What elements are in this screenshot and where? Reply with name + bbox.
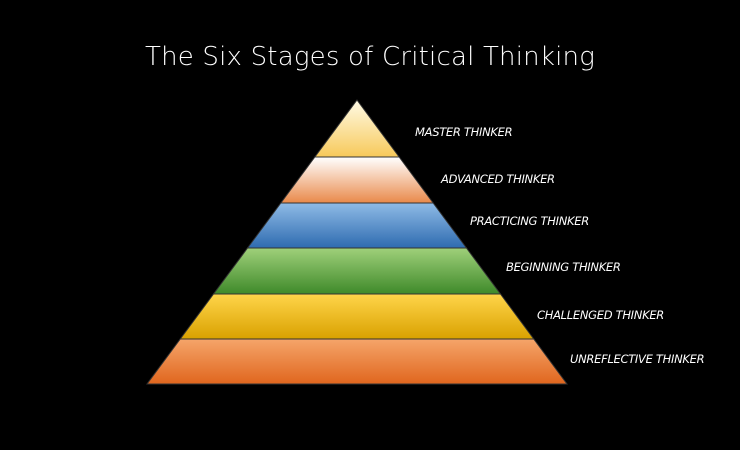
pyramid-band-beginning	[212, 247, 502, 295]
stage-label-beginning: BEGINNING THINKER	[506, 260, 621, 274]
pyramid-band-advanced	[279, 156, 435, 204]
diagram-title: The Six Stages of Critical Thinking	[145, 42, 595, 72]
pyramid-band-unreflective	[146, 338, 568, 385]
pyramid-band-challenged	[179, 293, 535, 340]
stage-label-advanced: ADVANCED THINKER	[441, 172, 555, 186]
pyramid-band-master	[313, 99, 401, 158]
stage-label-practicing: PRACTICING THINKER	[470, 214, 589, 228]
stage-label-unreflective: UNREFLECTIVE THINKER	[570, 352, 705, 366]
stage-label-challenged: CHALLENGED THINKER	[537, 308, 664, 322]
stage-label-master: MASTER THINKER	[415, 125, 513, 139]
pyramid-band-practicing	[246, 202, 468, 249]
